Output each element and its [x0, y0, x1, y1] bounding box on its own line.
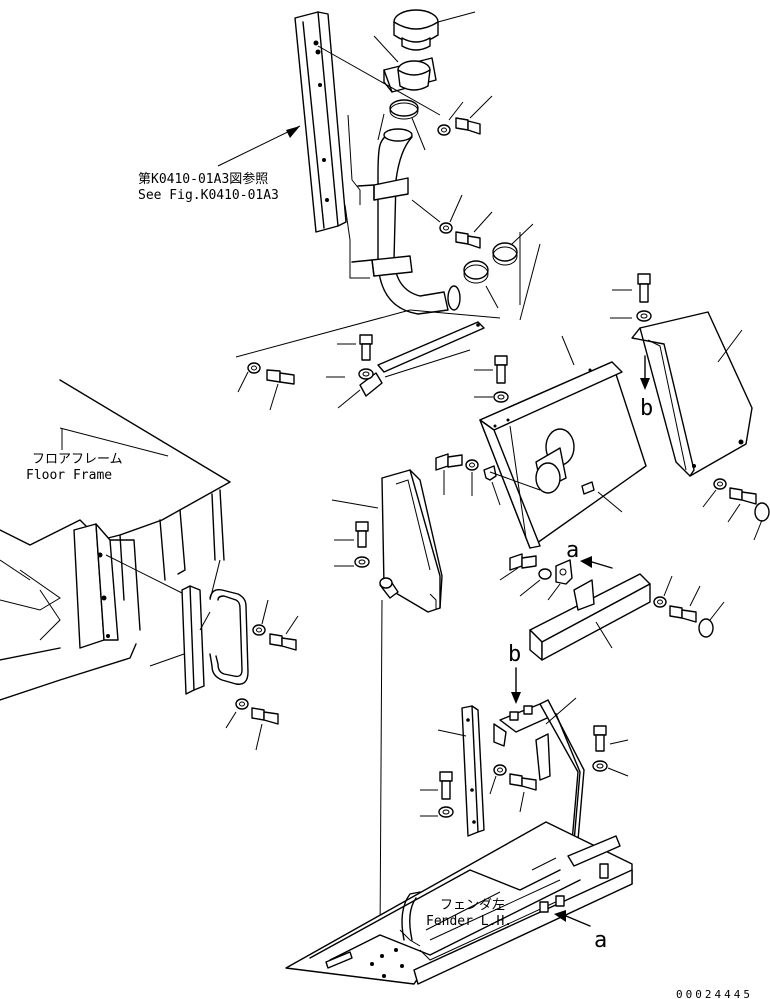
- tank-stay-upper: [235, 309, 501, 409]
- fender-label-jp: フェンダ左: [440, 898, 506, 913]
- floor-frame: [0, 379, 231, 701]
- marker-b-top: b: [640, 396, 654, 421]
- arrow-see-fig: [217, 125, 301, 167]
- washer-bolt-handle-b: [225, 698, 279, 751]
- tank-support-bracket: [331, 469, 443, 613]
- drawing-code: 00024445: [676, 988, 753, 999]
- hose-clamp-upper: [389, 99, 426, 151]
- lower-stay-bracket: [493, 697, 585, 843]
- bolt-washer-clip-lower: [499, 553, 573, 601]
- fender-lh: [285, 821, 633, 985]
- bolt-washer-stack-e: [420, 771, 454, 818]
- bolt-washer-stack-a: [358, 334, 374, 380]
- washer-bolt-handle-a: [252, 599, 299, 651]
- leader-line-vertical: [379, 599, 383, 941]
- marker-b-bottom: b: [508, 642, 522, 667]
- arrow-b-bottom: [511, 667, 521, 704]
- bolt-washer-stack-b: [474, 355, 509, 403]
- bolt-washer-stack-d: [334, 521, 370, 568]
- neck-bracket: [317, 35, 441, 116]
- bolt-washer-stack-c: [610, 273, 652, 322]
- hydraulic-tank: [479, 232, 647, 549]
- marker-a-bottom: a: [594, 928, 608, 953]
- arrow-b-top: [640, 355, 650, 390]
- bolt-washer-clip: [435, 453, 541, 506]
- floor-frame-label-jp: フロアフレーム: [32, 452, 123, 467]
- marker-a-top: a: [566, 538, 580, 563]
- stay-plate: [529, 573, 651, 661]
- filler-cap: [393, 9, 476, 51]
- see-fig-label-en: See Fig.K0410-01A3: [138, 188, 279, 203]
- side-cover: [631, 311, 753, 477]
- see-fig-label-jp: 第K0410-01A3図参照: [138, 172, 269, 187]
- fender-label-en: Fender L.H.: [426, 914, 513, 929]
- floor-frame-label-en: Floor Frame: [26, 468, 113, 483]
- washer-bolt-lower-mid: [489, 764, 537, 813]
- filler-hose: [344, 113, 461, 315]
- bolt-washer-stack-f: [592, 725, 629, 777]
- hose-clamps-pair: [463, 223, 534, 309]
- washer-bolt-cap-lower: [653, 575, 725, 638]
- vertical-post: [437, 705, 485, 837]
- vertical-rail-bracket: [294, 11, 361, 233]
- arrow-a-top: [580, 556, 613, 569]
- washer-bolt-mid: [439, 194, 493, 249]
- grab-handle: [149, 585, 249, 695]
- washer-bolt-left-upper: [237, 362, 295, 411]
- washer-bolt-cap-right: [702, 478, 770, 541]
- arrow-a-bottom: [554, 910, 591, 927]
- washer-bolt-top: [437, 95, 493, 136]
